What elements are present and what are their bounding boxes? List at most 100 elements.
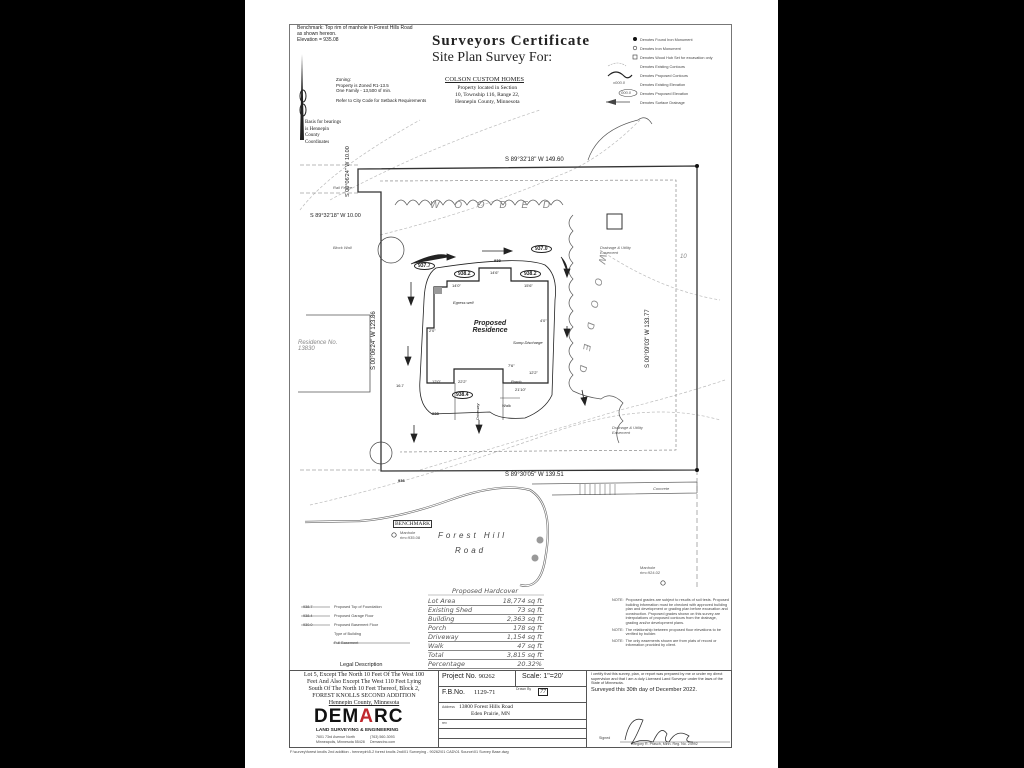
dimension: 2'0" bbox=[429, 328, 436, 333]
hardcover-value: 18,774 sq ft bbox=[502, 597, 542, 605]
signature bbox=[624, 718, 694, 745]
location-line: Property located in Section bbox=[457, 85, 518, 91]
legal-heading: Legal Description bbox=[340, 662, 383, 668]
contour-label: 936 bbox=[398, 478, 405, 483]
survey-date: Surveyed this 30th day of December 2022. bbox=[591, 687, 698, 693]
basis-line: Coordinates bbox=[305, 139, 330, 145]
foundation-label: Proposed Basement Floor bbox=[334, 623, 379, 627]
dimension: 14'6" bbox=[490, 270, 499, 275]
address: 13800 Forest Hills Road Eden Prairie, MN bbox=[459, 704, 513, 718]
site-plan-title: Site Plan Survey For: bbox=[432, 50, 553, 65]
company-address-line: 7601 73rd Avenue North bbox=[316, 735, 355, 739]
hardcover-value: 3,815 sq ft bbox=[506, 651, 542, 659]
block-wall-label: Block Wall bbox=[333, 245, 352, 250]
hardcover-label: Building bbox=[428, 615, 455, 623]
legend-item: Denotes Wood Hub Set for excavation only bbox=[640, 56, 713, 60]
certificate-title: Surveyors Certificate bbox=[432, 33, 591, 49]
hardcover-label: Existing Shed bbox=[428, 606, 473, 614]
title-block bbox=[289, 670, 732, 748]
project-label: Project No. bbox=[442, 673, 477, 680]
rev-label: rev bbox=[442, 721, 447, 725]
dimension: 21'10" bbox=[515, 387, 527, 392]
address-line: Eden Prairie, MN bbox=[471, 711, 510, 717]
proposed-elevation: 938.4 bbox=[452, 391, 473, 399]
foundation-value: 938.7 bbox=[303, 605, 313, 609]
dimension: 7'6" bbox=[508, 363, 515, 368]
manhole-icon bbox=[391, 532, 397, 538]
legal-line: Hennepin County, Minnesota bbox=[328, 700, 400, 706]
foundation-label: Proposed Top of Foundation bbox=[334, 605, 382, 609]
zoning-line: One Family - 13,500 sf min. bbox=[336, 88, 392, 93]
dimension: 4'0" bbox=[540, 318, 547, 323]
dimension: 16.7 bbox=[396, 383, 404, 388]
hardcover-row: Percentage 20.32% bbox=[428, 659, 544, 669]
hardcover-row: Building 2,363 sq ft bbox=[428, 614, 544, 624]
note-text: The relationship between proposed floor … bbox=[625, 627, 722, 637]
existing-shed bbox=[606, 213, 623, 230]
company-subtitle: LAND SURVEYING & ENGINEERING bbox=[316, 728, 399, 733]
drawn-by-label: Drawn By bbox=[516, 687, 532, 691]
legal-line: Lot 5, Except The North 10 Feet Of The W… bbox=[303, 672, 425, 678]
tree-line-top bbox=[394, 199, 564, 206]
hardcover-label: Percentage bbox=[428, 660, 465, 668]
hardcover-value: 2,363 sq ft bbox=[506, 615, 542, 623]
foundation-legend: Proposed Top of Foundation Proposed Gara… bbox=[334, 603, 382, 648]
north-arrow-icon bbox=[299, 54, 307, 140]
scale: Scale: 1"=20' bbox=[522, 673, 563, 680]
hardcover-value: 20.32% bbox=[517, 660, 542, 668]
legal-line: South Of The North 10 Feet Thereof, Bloc… bbox=[308, 686, 420, 692]
proposed-elevation-sample: 000.0 bbox=[621, 90, 632, 95]
note-text: The only easements shown are from plats … bbox=[625, 638, 717, 648]
symbol-legend: Denotes Found Iron Monument Denotes Iron… bbox=[640, 36, 713, 108]
company-website: DemarcInc.com bbox=[370, 739, 396, 744]
certification-text: I certify that this survey, plan, or rep… bbox=[591, 672, 723, 686]
note: NOTE:The relationship between proposed f… bbox=[612, 628, 730, 637]
existing-elevation-sample: x000.0 bbox=[613, 80, 626, 85]
easement-label: Drainage & Utility Easement bbox=[612, 425, 643, 435]
zoning-line: Refer to City Code for Setback Requireme… bbox=[336, 97, 427, 103]
valve-icon bbox=[536, 536, 544, 544]
proposed-elevation: 938.2 bbox=[454, 270, 475, 278]
hardcover-label: Porch bbox=[428, 624, 447, 632]
proposed-residence-label: Proposed Residence bbox=[472, 320, 508, 334]
legend-item: Denotes Proposed Contours bbox=[640, 74, 688, 78]
foundation-label: Full Basement bbox=[334, 641, 359, 645]
demarc-logo: DEMARC bbox=[314, 706, 403, 728]
legend-item: Denotes Surface Drainage bbox=[640, 101, 685, 105]
benchmark-line: Benchmark: Top rim of manhole in Forest … bbox=[297, 25, 413, 31]
easement-label: Drainage & Utility Easement bbox=[600, 245, 631, 255]
company-address-line: Minneapolis, Minnesota 55428 bbox=[316, 739, 365, 744]
rev-row bbox=[438, 738, 587, 739]
file-path: F:\survey\forest knolls 2nd addition - h… bbox=[290, 750, 509, 754]
legend-item: Denotes Existing Contours bbox=[640, 65, 685, 69]
hardcover-value: 178 sq ft bbox=[513, 624, 542, 632]
foundation-label: Type of Building bbox=[334, 632, 362, 636]
contour-label: 938 bbox=[432, 411, 439, 416]
hardcover-value: 47 sq ft bbox=[517, 642, 542, 650]
porch-label: Porch bbox=[511, 379, 522, 384]
manhole-icon bbox=[660, 580, 666, 586]
road-name-2: Road bbox=[455, 546, 487, 555]
sump-label: Sump Discharge bbox=[513, 340, 543, 345]
setback-lines bbox=[379, 179, 677, 453]
zoning-note: Zoning: Property is Zoned R1-13.5 One Fa… bbox=[336, 77, 426, 103]
bearing-north: S 89°32'18" W 149.60 bbox=[505, 157, 564, 163]
notes: NOTE:Proposed grades are subject to resu… bbox=[612, 598, 730, 648]
basis-of-bearings: Basis for bearings is Hennepin County Co… bbox=[305, 120, 341, 146]
hardcover-row: Walk 47 sq ft bbox=[428, 641, 544, 651]
location-line: Hennepin County, Minnesota bbox=[455, 99, 520, 105]
easement-width-label: 10 bbox=[680, 254, 687, 260]
hardcover-label: Walk bbox=[428, 642, 444, 650]
rev-row bbox=[438, 719, 587, 729]
basis-line: is Hennepin bbox=[305, 126, 330, 132]
walk-label: Walk bbox=[502, 403, 511, 408]
legal-line: FOREST KNOLLS SECOND ADDITION bbox=[312, 693, 416, 699]
note-tag: NOTE: bbox=[612, 627, 624, 632]
hardcover-label: Total bbox=[428, 651, 444, 659]
note: NOTE:Proposed grades are subject to resu… bbox=[612, 598, 730, 626]
surveyor-name: Gregory R. Prasch, Minn. Reg. No. 24992 bbox=[631, 742, 698, 746]
tree-icon bbox=[377, 236, 405, 264]
driveway-label: Driveway bbox=[475, 403, 480, 420]
dimension: 15'6" bbox=[524, 283, 533, 288]
dimension: 22'2" bbox=[458, 379, 467, 384]
